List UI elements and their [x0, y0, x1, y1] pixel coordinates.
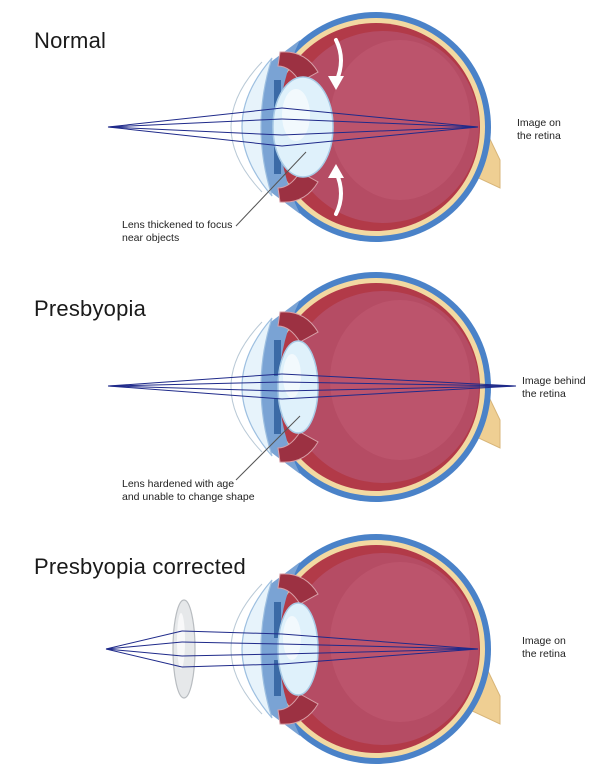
lens-caption: Lens hardened with age and unable to cha…	[122, 478, 255, 504]
iris-top	[274, 340, 281, 376]
lens-caption-line2: near objects	[122, 232, 180, 244]
panel-normal: Normal Lens thickened to focus near obje…	[0, 0, 601, 258]
iris-bottom	[274, 138, 281, 174]
result-caption: Image behind the retina	[522, 375, 586, 401]
lens-caption: Lens thickened to focus near objects	[122, 219, 232, 245]
cornea	[241, 579, 273, 719]
light-rays	[107, 373, 517, 400]
lens-shine	[283, 616, 301, 660]
lens-pointer-line	[235, 151, 307, 227]
panel-title: Presbyopia	[34, 296, 147, 321]
result-caption-line1: Image on	[522, 635, 566, 647]
iris-top	[274, 80, 281, 116]
cornea	[241, 317, 273, 457]
lens-caption-line1: Lens hardened with age	[122, 478, 235, 490]
arrow-down-head	[328, 76, 344, 90]
result-caption-line1: Image behind	[522, 375, 586, 387]
vitreous-highlight	[330, 40, 470, 200]
cornea-outline	[230, 61, 263, 193]
iris-bottom	[274, 398, 281, 434]
iris-bottom	[274, 660, 281, 696]
panel-presbyopia: Presbyopia Lens hardened with age and un…	[0, 258, 601, 516]
light-rays	[105, 630, 479, 668]
light-rays	[107, 107, 479, 147]
result-caption: Image on the retina	[522, 635, 566, 661]
cornea-outline	[230, 321, 263, 453]
eye-diagram-corrected	[105, 534, 501, 764]
eye-diagram-presbyopia	[107, 272, 517, 502]
result-caption-line2: the retina	[522, 388, 566, 400]
cornea	[241, 57, 273, 197]
panel-title: Presbyopia corrected	[34, 554, 246, 579]
eye-diagram-normal	[107, 12, 501, 242]
lens-caption-line1: Lens thickened to focus	[122, 219, 233, 231]
lens-shine	[282, 89, 310, 141]
lens-pointer-line	[235, 415, 301, 481]
cornea-outline	[230, 583, 263, 715]
result-caption-line2: the retina	[517, 130, 561, 142]
panel-presbyopia-corrected: Presbyopia corrected Image on the retina	[0, 516, 601, 774]
lens-shine	[283, 354, 301, 398]
iris-top	[274, 602, 281, 638]
result-caption: Image on the retina	[517, 117, 561, 143]
vitreous-highlight	[330, 562, 470, 722]
arrow-up-head	[328, 164, 344, 178]
panel-title: Normal	[34, 28, 107, 53]
lens-caption-line2: and unable to change shape	[122, 491, 255, 503]
corrective-lens-shine	[177, 613, 185, 669]
result-caption-line1: Image on	[517, 117, 561, 129]
result-caption-line2: the retina	[522, 648, 566, 660]
